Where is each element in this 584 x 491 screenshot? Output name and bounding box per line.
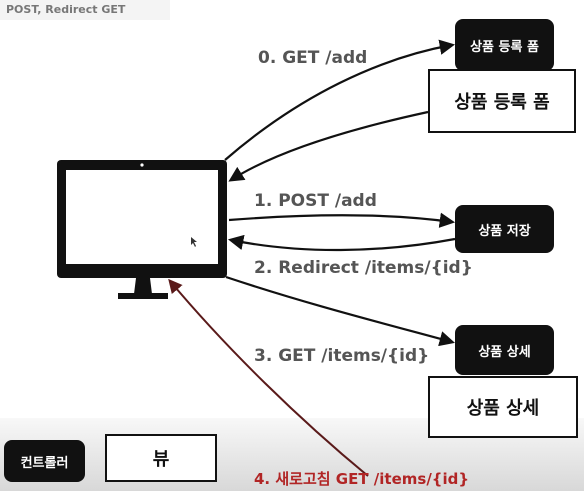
product-form-small-box: 상품 등록 폼 bbox=[455, 19, 554, 71]
view-label: 뷰 bbox=[152, 449, 170, 470]
product-form-large-label: 상품 등록 폼 bbox=[454, 92, 550, 113]
arrow-form-return bbox=[228, 110, 429, 182]
controller-label: 컨트롤러 bbox=[20, 455, 69, 471]
step3-label: 3. GET /items/{id} bbox=[254, 346, 430, 366]
controller-box: 컨트롤러 bbox=[4, 440, 85, 482]
arrow-step0 bbox=[224, 39, 456, 161]
step1-label: 1. POST /add bbox=[254, 191, 377, 211]
slide-title: POST, Redirect GET bbox=[6, 3, 126, 16]
product-form-small-label: 상품 등록 폼 bbox=[470, 39, 539, 55]
product-form-large-box: 상품 등록 폼 bbox=[428, 69, 576, 133]
product-detail-small-box: 상품 상세 bbox=[455, 325, 554, 375]
product-detail-small-label: 상품 상세 bbox=[478, 344, 531, 360]
arrow-step3 bbox=[225, 275, 455, 347]
step4-label: 4. 새로고침 GET /items/{id} bbox=[254, 470, 470, 488]
product-save-box: 상품 저장 bbox=[455, 205, 554, 253]
view-box: 뷰 bbox=[105, 434, 217, 482]
step0-label: 0. GET /add bbox=[258, 48, 368, 68]
arrow-step1 bbox=[228, 212, 456, 228]
arrow-step2 bbox=[227, 234, 456, 252]
arrow-step4 bbox=[168, 278, 369, 477]
step2-label: 2. Redirect /items/{id} bbox=[254, 258, 473, 278]
monitor-icon bbox=[57, 160, 227, 299]
slide-title-tag: POST, Redirect GET bbox=[0, 0, 170, 20]
product-save-label: 상품 저장 bbox=[478, 223, 531, 239]
product-detail-large-box: 상품 상세 bbox=[428, 376, 578, 438]
product-detail-large-label: 상품 상세 bbox=[466, 398, 540, 419]
